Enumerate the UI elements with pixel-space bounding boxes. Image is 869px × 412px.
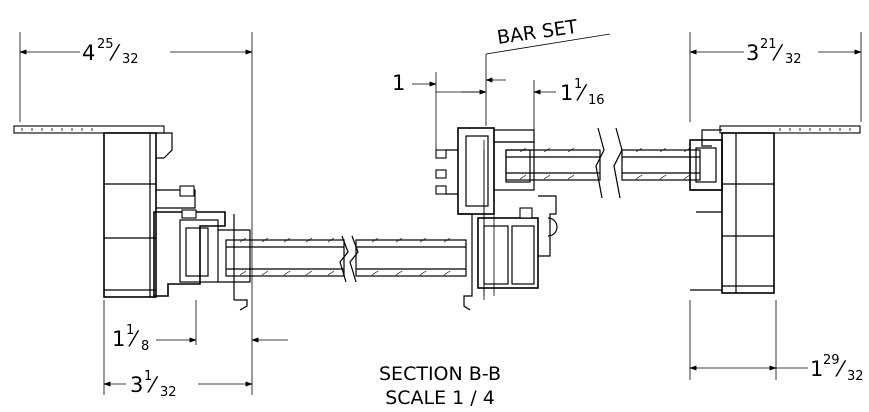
section-title: SECTION B-B	[379, 363, 501, 385]
dim-top-right-num: 21	[760, 37, 777, 52]
dim-one-sixteenth-whole: 1	[560, 81, 573, 105]
dim-top-right: 3 21 ⁄ 32	[689, 37, 862, 67]
bar-set-callout: BAR SET	[485, 16, 611, 55]
dim-one-sixteenth-den: 16	[588, 93, 605, 108]
dim-top-right-den: 32	[785, 52, 802, 67]
dim-one-eighth-whole: 1	[112, 327, 125, 351]
dim-one-eighth: 1 1 ⁄ 8	[112, 323, 288, 354]
dim-three-thirtysecond-num: 1	[144, 369, 152, 384]
dim-one-twentynine-whole: 1	[810, 357, 823, 381]
dim-one-twentynine: 1 29 ⁄ 32	[689, 353, 864, 384]
center-interlock-profile	[435, 127, 558, 311]
dim-one-eighth-den: 8	[141, 339, 149, 354]
dim-three-thirtysecond-whole: 3	[130, 373, 143, 397]
right-glass	[505, 127, 701, 199]
dim-top-left: 4 25 ⁄ 32	[19, 37, 253, 67]
dim-one-twentynine-num: 29	[823, 353, 840, 368]
dim-one: 1	[392, 71, 487, 95]
right-frame-profile	[689, 125, 861, 294]
dim-one-sixteenth: 1 1 ⁄ 16	[485, 77, 605, 108]
dim-one-eighth-num: 1	[126, 323, 134, 338]
dim-top-left-whole: 4	[82, 41, 95, 65]
left-frame-profile	[13, 125, 251, 311]
dim-three-thirtysecond: 3 1 ⁄ 32	[103, 369, 253, 400]
dim-one-twentynine-den: 32	[847, 369, 864, 384]
dim-one-label: 1	[392, 71, 405, 95]
dim-top-left-den: 32	[122, 52, 139, 67]
dim-top-right-whole: 3	[746, 41, 759, 65]
dim-top-left-num: 25	[97, 37, 114, 52]
dim-one-sixteenth-num: 1	[574, 77, 582, 92]
bar-set-label: BAR SET	[496, 16, 580, 49]
scale-label: SCALE 1 / 4	[385, 387, 495, 409]
dim-three-thirtysecond-den: 32	[160, 385, 177, 400]
left-glass	[225, 235, 467, 283]
